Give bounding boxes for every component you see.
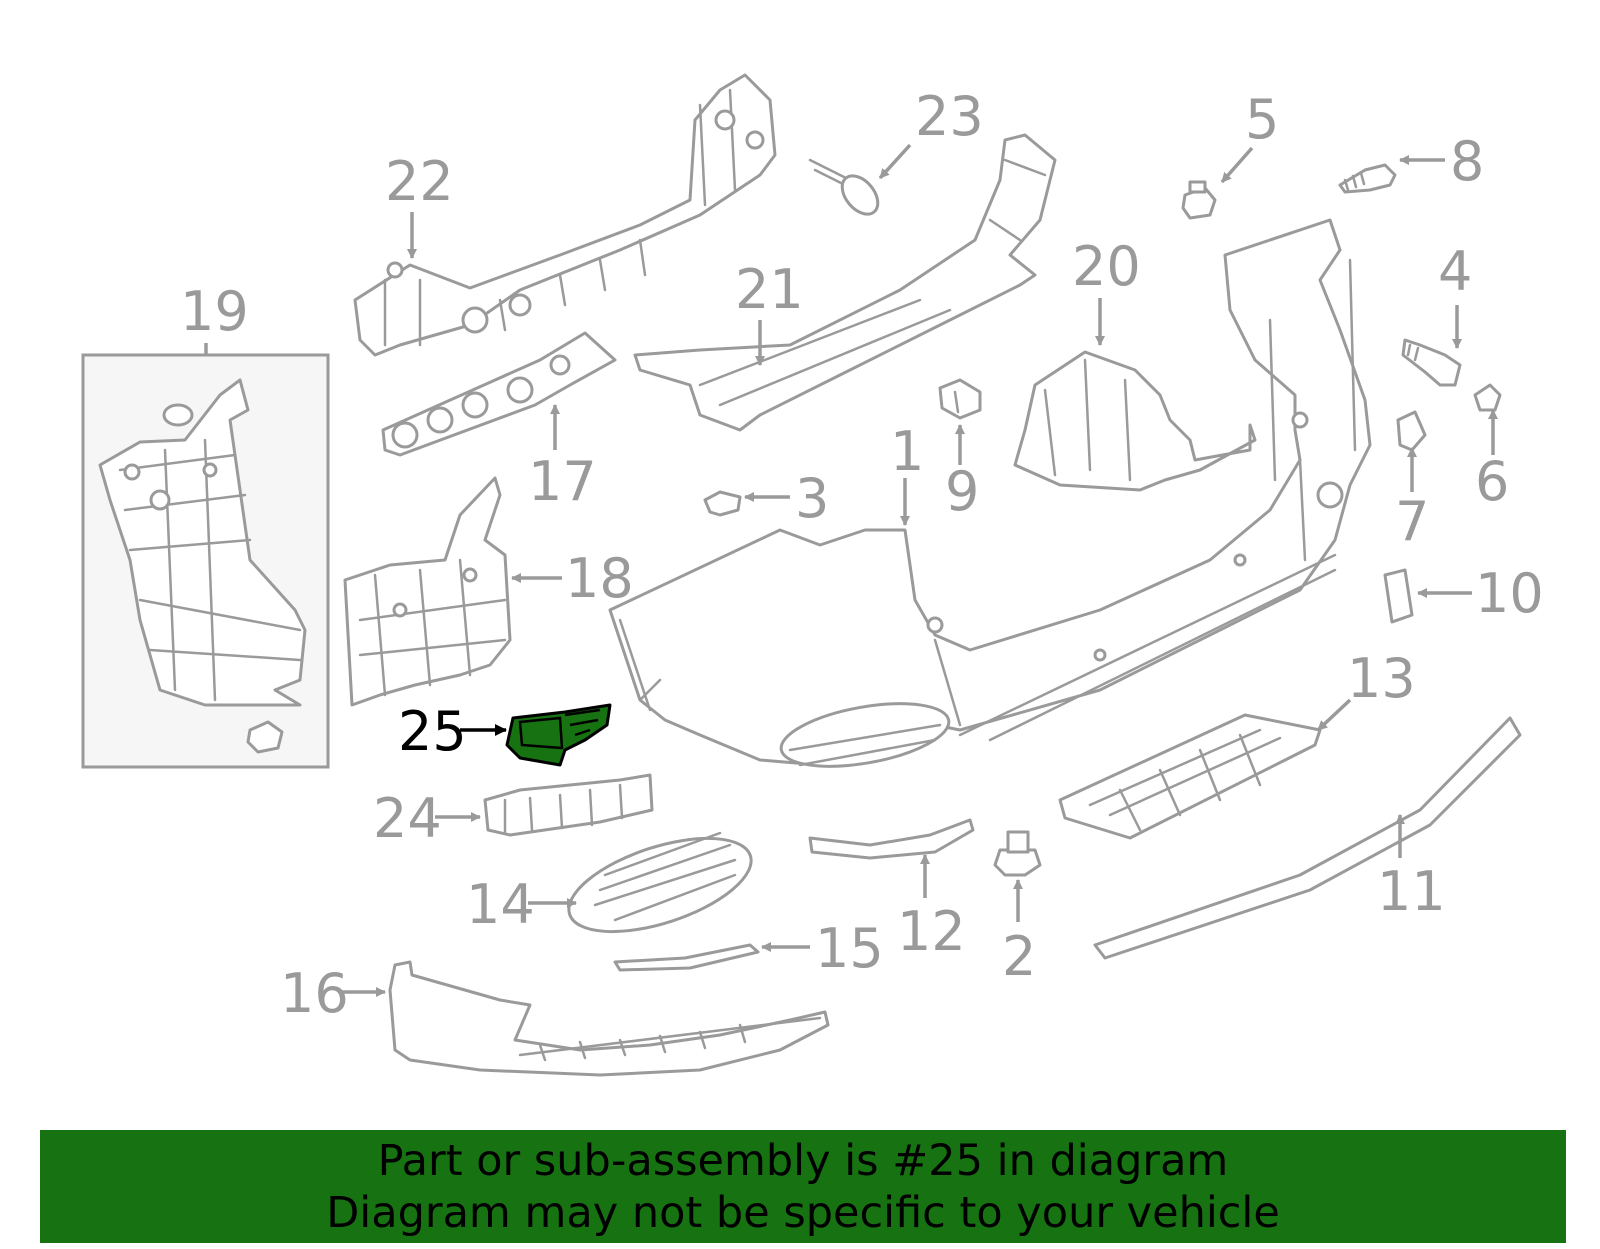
part-1-bumper-cover <box>608 218 1372 768</box>
banner-line-1: Part or sub-assembly is #25 in diagram <box>377 1135 1229 1186</box>
callout-3: 3 <box>795 467 829 530</box>
callout-10: 10 <box>1475 562 1544 625</box>
callout-2: 2 <box>1002 925 1036 988</box>
part-19-bracket <box>98 378 307 754</box>
part-22-reinforcement <box>353 73 777 357</box>
callout-13: 13 <box>1347 647 1416 710</box>
info-banner: Part or sub-assembly is #25 in diagram D… <box>40 1130 1566 1243</box>
part-13-panel <box>1058 713 1322 840</box>
part-11-strip <box>1093 716 1522 960</box>
callout-20: 20 <box>1072 235 1141 298</box>
part-5-clip <box>1181 180 1217 220</box>
part-15-trim <box>613 943 760 972</box>
callout-16: 16 <box>280 962 349 1025</box>
part-3-clip <box>703 490 742 517</box>
part-21-rail <box>633 133 1057 432</box>
callout-22: 22 <box>385 150 454 213</box>
part-8-bolt <box>1338 163 1397 194</box>
callout-8: 8 <box>1450 130 1484 193</box>
part-2-nut <box>993 830 1042 877</box>
callout-7: 7 <box>1395 490 1429 553</box>
callout-12: 12 <box>897 900 966 963</box>
banner-line-2: Diagram may not be specific to your vehi… <box>326 1187 1280 1238</box>
leader-lines <box>340 143 1498 997</box>
callout-14: 14 <box>466 873 535 936</box>
callout-24: 24 <box>373 787 442 850</box>
part-23-tow-eye <box>808 158 880 216</box>
part-20-housing <box>1013 350 1257 492</box>
callout-1: 1 <box>890 420 924 483</box>
part-24-bracket <box>483 773 654 837</box>
callout-4: 4 <box>1438 240 1472 303</box>
callout-11: 11 <box>1377 860 1446 923</box>
part-14-grille <box>567 831 753 934</box>
callout-21: 21 <box>735 258 804 321</box>
part-7-plug <box>1396 410 1427 452</box>
callout-23: 23 <box>915 85 984 148</box>
callouts: 22 23 5 8 4 6 7 10 21 20 9 3 1 19 17 18 … <box>180 85 1544 1025</box>
part-18-bracket <box>343 476 512 707</box>
callout-6: 6 <box>1475 450 1509 513</box>
part-12-strip <box>808 818 975 860</box>
callout-9: 9 <box>945 460 979 523</box>
part-17-absorber <box>381 331 617 457</box>
callout-17: 17 <box>528 450 597 513</box>
part-4-bolt <box>1401 338 1462 387</box>
callout-19: 19 <box>180 280 249 343</box>
callout-25: 25 <box>398 700 467 763</box>
part-10-cover <box>1383 568 1414 624</box>
part-6-clip <box>1473 383 1502 412</box>
part-9-clip <box>938 378 982 420</box>
callout-15: 15 <box>815 917 884 980</box>
part-25-highlighted <box>505 703 612 767</box>
part-16-diffuser <box>388 960 830 1077</box>
callout-18: 18 <box>565 547 634 610</box>
callout-5: 5 <box>1245 88 1279 151</box>
